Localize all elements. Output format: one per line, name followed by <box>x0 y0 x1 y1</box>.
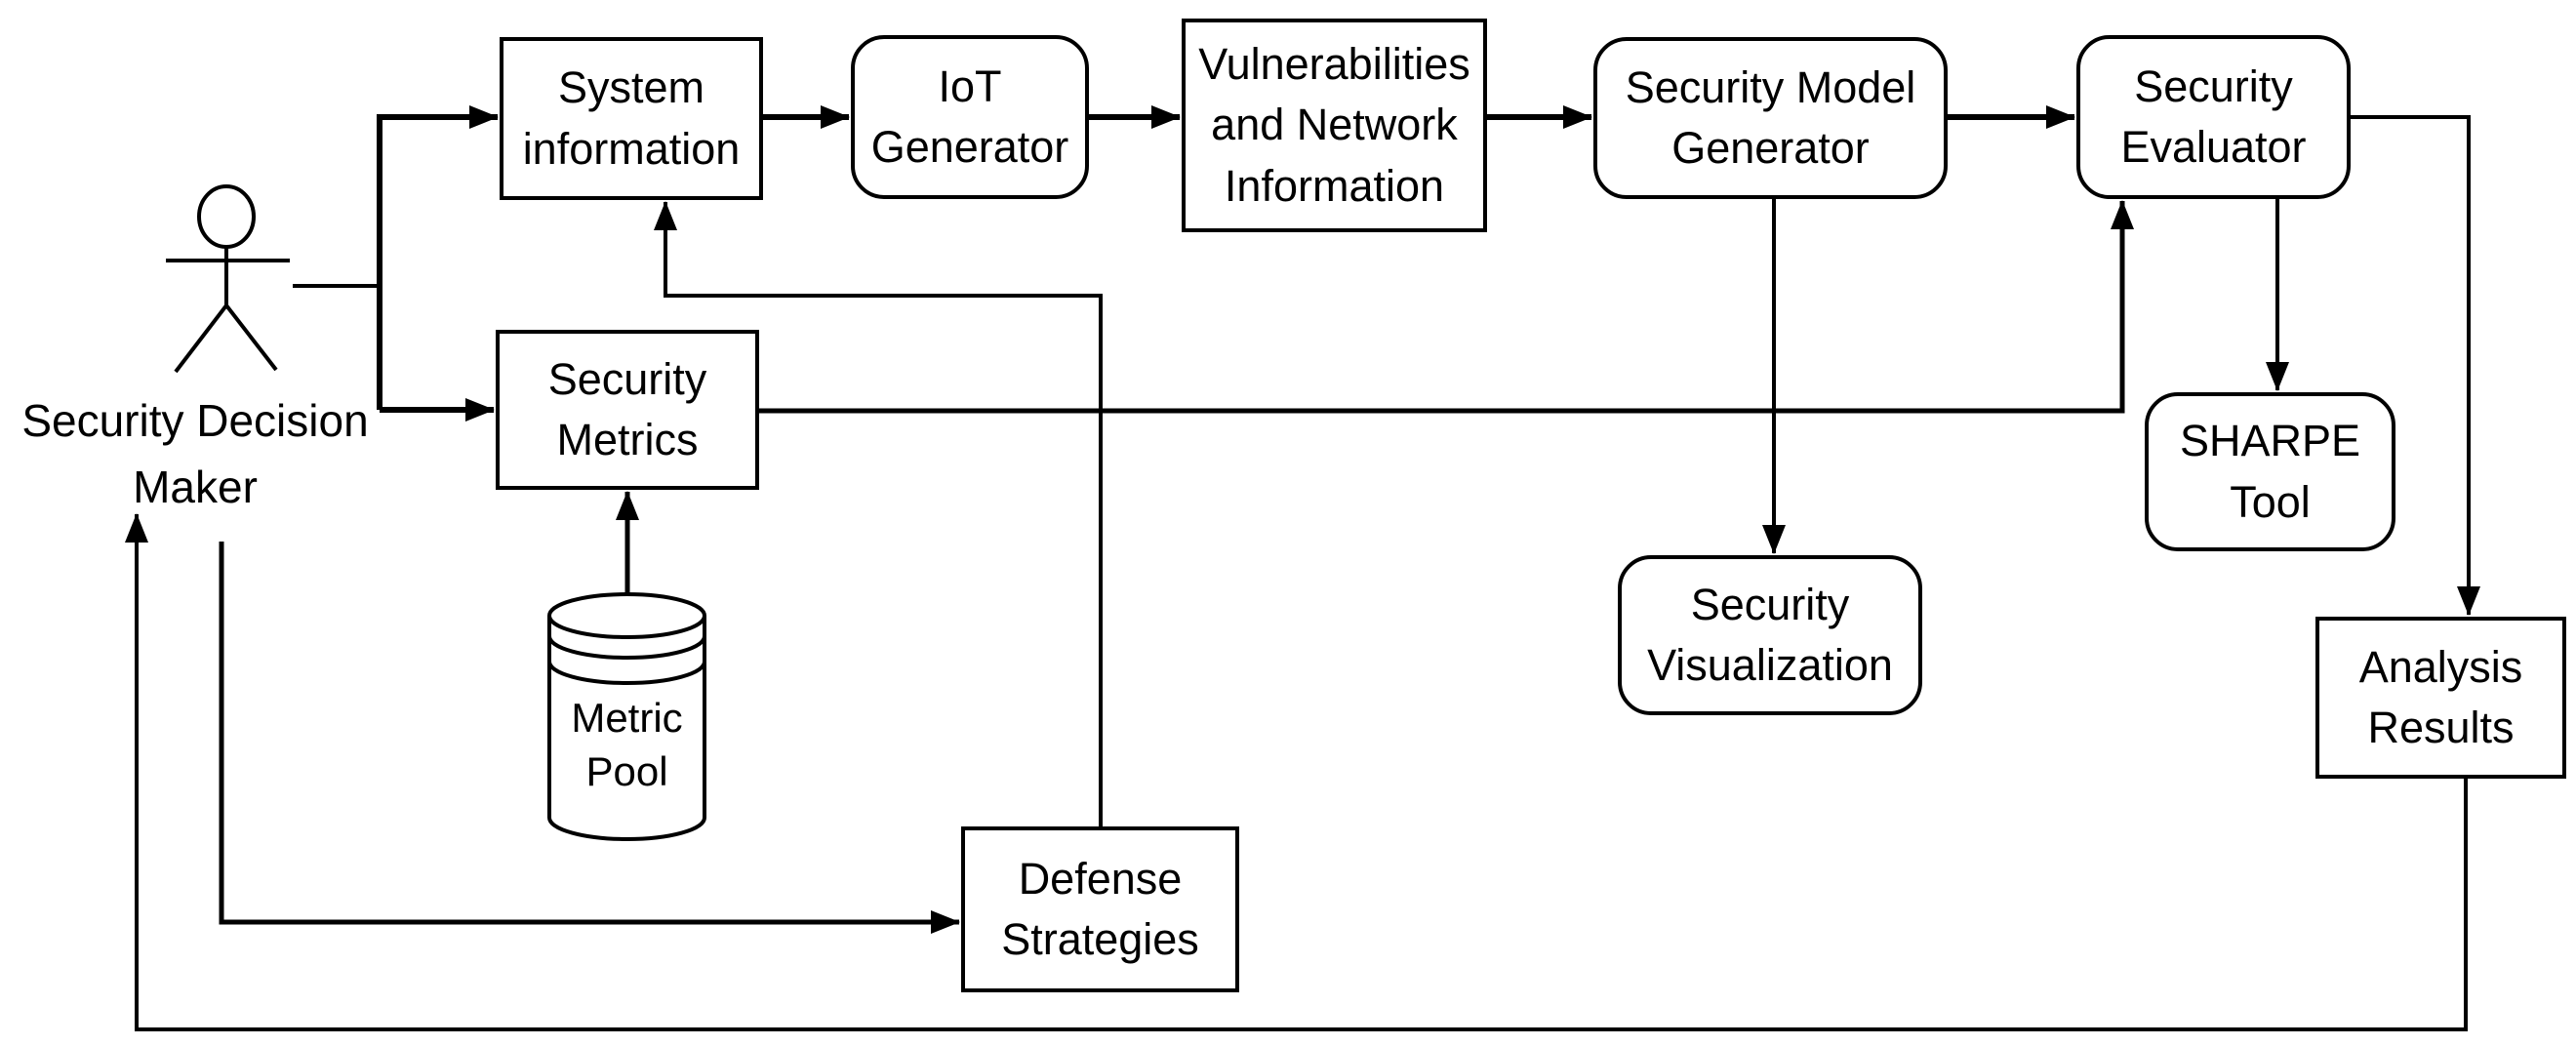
edge-defense-strategies-to-system-information <box>654 201 1103 826</box>
actor-label-security-decision-maker: Security Decision Maker <box>21 395 369 512</box>
stick-figure-icon <box>166 184 380 374</box>
node-label: SHARPE Tool <box>2179 416 2361 527</box>
node-label: IoT Generator <box>870 60 1069 172</box>
node-iot-generator: IoT Generator <box>851 35 1089 199</box>
node-analysis-results: Analysis Results <box>2315 617 2566 779</box>
cylinder-body <box>547 616 706 841</box>
edge-analysis-results-to-actor <box>125 513 2468 1031</box>
edge-security-evaluator-to-analysis-results <box>2351 115 2480 616</box>
cylinder-ring-2 <box>547 661 706 685</box>
node-defense-strategies: Defense Strategies <box>961 826 1239 992</box>
edge-actor-to-defense-strategies <box>219 542 960 934</box>
node-security-evaluator: Security Evaluator <box>2076 35 2351 199</box>
node-security-model-generator: Security Model Generator <box>1593 37 1948 199</box>
node-system-information: System information <box>500 37 763 200</box>
node-vulnerabilities-network-information: Vulnerabilities and Network Information <box>1182 19 1487 232</box>
node-label: Security Visualization <box>1647 579 1893 690</box>
edge-security-metrics-to-security-evaluator <box>759 200 2134 414</box>
node-security-metrics: Security Metrics <box>496 330 759 490</box>
node-label-metric-pool: Metric Pool <box>571 695 683 795</box>
node-security-visualization: Security Visualization <box>1618 555 1922 715</box>
actor-legs <box>174 302 278 374</box>
node-label: System information <box>522 62 741 174</box>
node-label: Vulnerabilities and Network Information <box>1198 39 1470 211</box>
cylinder-ring-1 <box>547 635 706 660</box>
node-label: Security Metrics <box>547 353 707 464</box>
node-label: Security Model Generator <box>1625 61 1916 173</box>
metric-pool-cylinder <box>547 592 706 841</box>
actor-head <box>197 184 256 249</box>
node-label: Defense Strategies <box>1001 853 1199 964</box>
node-sharpe-tool: SHARPE Tool <box>2145 392 2395 551</box>
node-label: Security Evaluator <box>2120 60 2307 172</box>
cylinder-top <box>547 592 706 639</box>
edge-actor-to-system-information <box>377 105 499 410</box>
node-label: Analysis Results <box>2358 641 2523 752</box>
